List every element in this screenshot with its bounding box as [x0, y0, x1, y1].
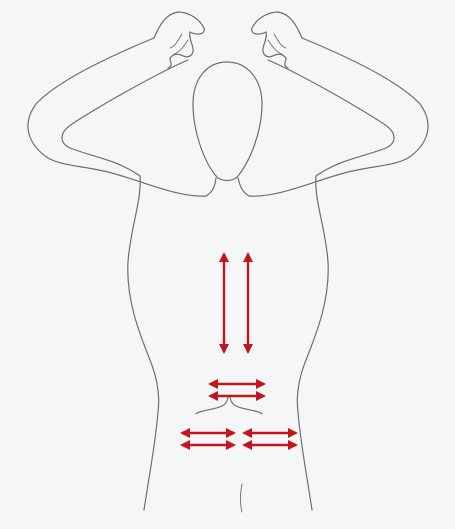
right-hand-outline: [252, 12, 302, 68]
lower-back-right-curve: [230, 396, 262, 414]
right-shoulder-outline: [249, 38, 428, 196]
torso-right-outline: [297, 176, 328, 510]
torso-left-outline: [128, 176, 159, 510]
left-arm-inner-outline: [62, 60, 188, 176]
neck-right-outline: [238, 178, 249, 196]
movement-arrows: [182, 254, 296, 445]
head-outline: [193, 62, 262, 181]
lower-back-left-curve: [196, 396, 228, 414]
left-fingers-outline: [170, 34, 188, 54]
left-hand-outline: [154, 12, 204, 68]
neck-left-outline: [206, 178, 216, 196]
right-arm-inner-outline: [268, 60, 394, 176]
left-shoulder-outline: [28, 38, 206, 196]
buttocks-cleft-outline: [241, 484, 243, 512]
right-fingers-outline: [268, 34, 286, 54]
